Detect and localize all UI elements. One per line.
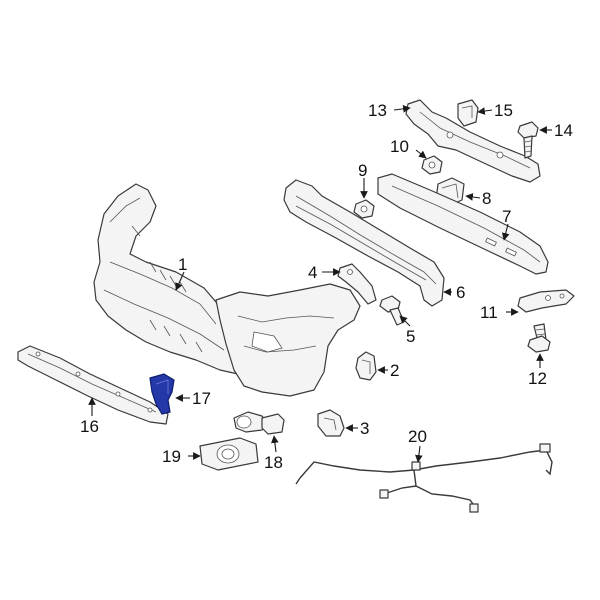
leaders (88, 105, 552, 463)
part-15-clip[interactable] (457, 99, 479, 127)
callout-19: 19 (162, 447, 181, 466)
callout-13: 13 (368, 101, 387, 120)
callout-labels: 1 2 3 4 5 6 7 8 9 10 11 12 13 14 15 16 1… (80, 101, 573, 472)
part-13-upper-support[interactable] (405, 99, 541, 183)
part-19-retainer[interactable] (199, 437, 259, 471)
callout-5: 5 (406, 327, 415, 346)
part-20-wiring-harness[interactable] (295, 443, 553, 513)
part-5-bolt[interactable] (379, 295, 405, 326)
callout-16: 16 (80, 417, 99, 436)
part-17-bracket-highlighted[interactable] (149, 373, 175, 415)
callout-20: 20 (408, 427, 427, 446)
part-7-absorber[interactable] (377, 173, 549, 275)
part-12-bolt[interactable] (527, 323, 551, 353)
part-9-nut[interactable] (353, 199, 375, 219)
callout-6: 6 (456, 283, 465, 302)
part-1-bumper-cover[interactable] (93, 183, 361, 397)
part-3-bracket[interactable] (317, 409, 345, 437)
part-18-sensor[interactable] (233, 411, 285, 435)
callout-8: 8 (482, 189, 491, 208)
part-4-bracket[interactable] (337, 263, 377, 305)
part-6-reinforcement[interactable] (283, 179, 445, 307)
part-14-bolt[interactable] (517, 121, 539, 159)
part-10-nut[interactable] (421, 155, 443, 175)
part-11-bracket[interactable] (517, 289, 575, 313)
callout-4: 4 (308, 263, 317, 282)
callout-7: 7 (502, 207, 511, 226)
callout-14: 14 (554, 121, 573, 140)
callout-3: 3 (360, 419, 369, 438)
callout-17: 17 (192, 389, 211, 408)
callout-2: 2 (390, 361, 399, 380)
part-16-lower-cover[interactable] (17, 345, 169, 425)
callout-11: 11 (480, 303, 498, 322)
callout-1: 1 (178, 255, 187, 274)
callout-15: 15 (494, 101, 513, 120)
callout-9: 9 (358, 161, 367, 180)
callout-18: 18 (264, 453, 283, 472)
part-2-bracket[interactable] (355, 351, 377, 381)
callout-10: 10 (390, 137, 409, 156)
callout-12: 12 (528, 369, 547, 388)
